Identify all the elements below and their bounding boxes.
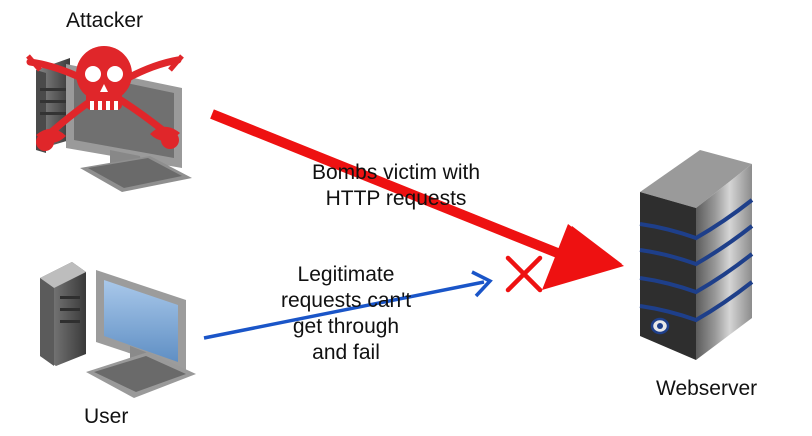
legit-edge-label-line-3: get through bbox=[292, 315, 400, 338]
attack-arrow bbox=[210, 109, 624, 290]
legit-edge-label-line-2: requests can't bbox=[280, 289, 412, 312]
legit-edge-label-line-4: and fail bbox=[312, 341, 380, 364]
blocked-x-icon bbox=[505, 255, 543, 293]
webserver-label: Webserver bbox=[656, 377, 758, 400]
skull-crossed-swords-icon bbox=[26, 46, 184, 151]
attack-edge-label-line-1: Bombs victim with bbox=[311, 161, 481, 184]
legit-edge-label-line-1: Legitimate bbox=[297, 263, 395, 286]
attack-edge-label: Bombs victim with HTTP requests bbox=[298, 160, 494, 212]
user-computer-icon bbox=[40, 262, 196, 398]
legit-request-arrow bbox=[203, 270, 493, 340]
attack-edge-label-line-2: HTTP requests bbox=[325, 187, 467, 210]
tower-server-icon bbox=[639, 150, 754, 360]
user-label: User bbox=[84, 405, 129, 428]
attacker-label: Attacker bbox=[66, 9, 144, 32]
legit-edge-label: Legitimate requests can't get through an… bbox=[268, 262, 424, 366]
